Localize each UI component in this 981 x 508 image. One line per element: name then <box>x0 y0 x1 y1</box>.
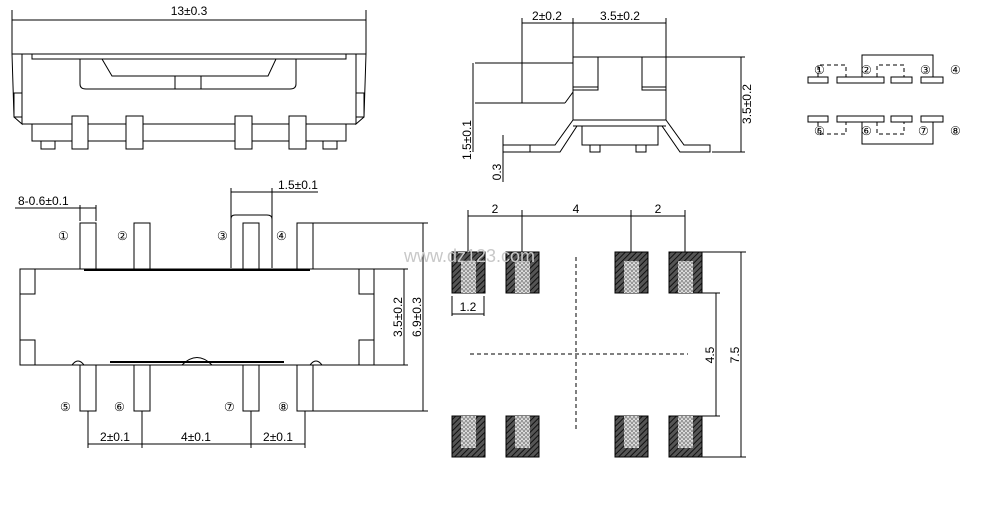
body-dimension: 3.5±0.2 <box>600 9 640 23</box>
schematic-pin-8: ⑧ <box>950 124 961 138</box>
width-dimension: 13±0.3 <box>171 4 208 18</box>
thickness-dimension: 0.3 <box>490 163 504 180</box>
schematic-pin-4: ④ <box>950 63 961 77</box>
footprint-pitch-1: 2 <box>492 202 499 216</box>
pin-label-5: ⑤ <box>60 400 71 414</box>
depth-dimension: 2±0.2 <box>532 9 562 23</box>
inner-span-dimension: 4.5 <box>703 346 717 363</box>
footprint-pitch-2: 4 <box>573 202 580 216</box>
schematic-pin-1: ① <box>814 63 825 77</box>
pin-height-dimension: 1.5±0.1 <box>460 120 474 160</box>
outer-span-dimension: 7.5 <box>728 346 742 363</box>
watermark: www.dz123.com <box>403 246 535 266</box>
pad <box>451 415 486 458</box>
body-height-dimension: 3.5±0.2 <box>391 297 405 337</box>
pad <box>505 415 540 458</box>
pad-width-dimension: 1.2 <box>460 300 477 314</box>
schematic-pin-7: ⑦ <box>918 124 929 138</box>
pin-schematic: ① ② ③ ④ ⑤ ⑥ ⑦ ⑧ <box>807 54 961 145</box>
schematic-pin-3: ③ <box>920 63 931 77</box>
pin-width-dimension: 8-0.6±0.1 <box>18 194 69 208</box>
pin-label-3: ③ <box>217 229 228 243</box>
height-dimension: 3.5±0.2 <box>740 84 754 124</box>
schematic-pin-2: ② <box>861 63 872 77</box>
actuator-width-dimension: 1.5±0.1 <box>278 178 318 192</box>
pitch-dimension-3: 2±0.1 <box>263 430 293 444</box>
pad <box>668 415 703 458</box>
pin-label-7: ⑦ <box>224 400 235 414</box>
pad <box>614 415 649 458</box>
pitch-dimension-1: 2±0.1 <box>100 430 130 444</box>
schematic-pin-5: ⑤ <box>814 124 825 138</box>
pad <box>451 251 486 294</box>
footprint-pitch-3: 2 <box>655 202 662 216</box>
pad <box>614 251 649 294</box>
pad <box>668 251 703 294</box>
pin-label-2: ② <box>117 229 128 243</box>
pitch-dimension-2: 4±0.1 <box>181 430 211 444</box>
footprint-pads <box>451 251 703 458</box>
side-view: 2±0.2 3.5±0.2 3.5±0.2 1.5±0.1 0.3 <box>460 9 754 182</box>
overall-height-dimension: 6.9±0.3 <box>410 297 424 337</box>
schematic-pin-6: ⑥ <box>861 124 872 138</box>
pcb-footprint: 2 4 2 1.2 4.5 7.5 <box>451 202 746 458</box>
front-view: 13±0.3 <box>11 4 367 150</box>
pin-label-6: ⑥ <box>114 400 125 414</box>
pin-label-8: ⑧ <box>278 400 289 414</box>
bottom-view: 8-0.6±0.1 1.5±0.1 ① ② ③ ④ ⑤ ⑥ ⑦ ⑧ 3.5±0.… <box>15 178 428 448</box>
pin-label-1: ① <box>58 229 69 243</box>
pad <box>505 251 540 294</box>
pin-label-4: ④ <box>276 229 287 243</box>
